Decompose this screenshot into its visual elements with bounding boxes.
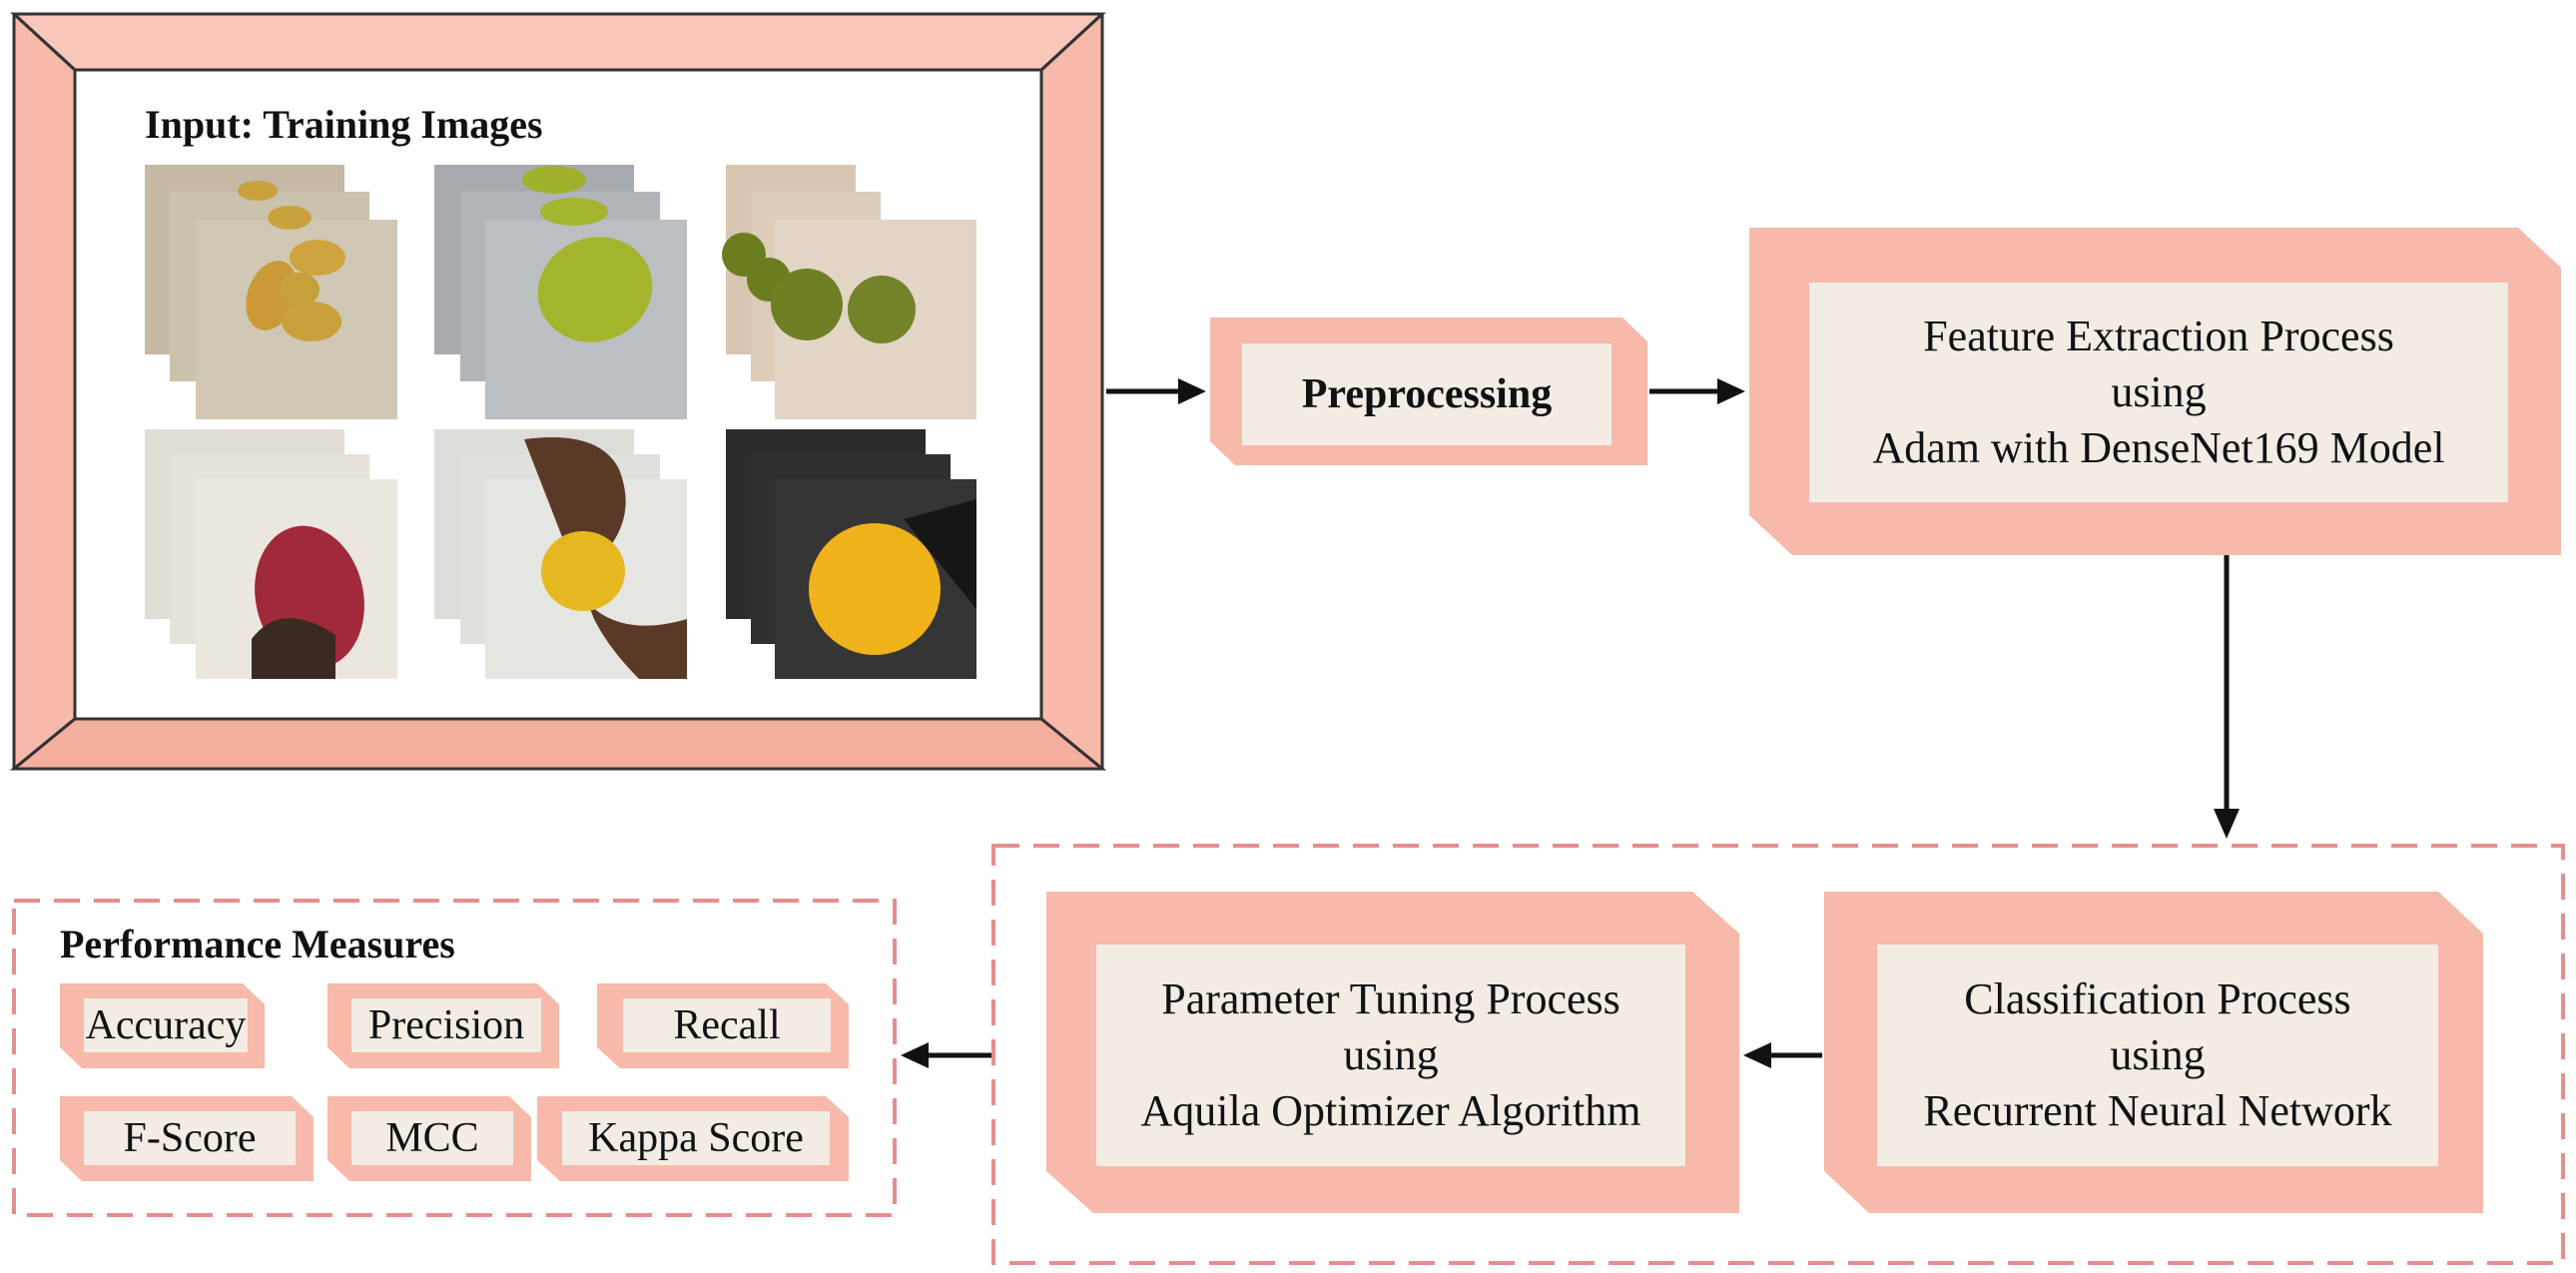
classification-line1: Classification Process bbox=[1964, 974, 2351, 1023]
performance-title: Performance Measures bbox=[60, 921, 455, 966]
classification-container bbox=[991, 844, 2565, 1265]
feature-extraction-line2: using bbox=[2111, 367, 2207, 416]
metric-precision: Precision bbox=[367, 1002, 525, 1048]
parameter-tuning-line1: Parameter Tuning Process bbox=[1161, 974, 1620, 1023]
metric-mcc: MCC bbox=[385, 1115, 479, 1161]
training-image-green-lemon bbox=[434, 165, 687, 419]
feature-extraction-line1: Feature Extraction Process bbox=[1923, 312, 2394, 360]
training-image-potatoes bbox=[145, 165, 397, 419]
parameter-tuning-text: Parameter Tuning Process using Aquila Op… bbox=[1096, 945, 1685, 1166]
metric-f-score: F-Score bbox=[123, 1115, 257, 1161]
training-image-yellow-orange bbox=[726, 429, 976, 679]
performance-container bbox=[12, 899, 897, 1217]
feature-extraction-line3: Adam with DenseNet169 Model bbox=[1872, 423, 2445, 472]
feature-extraction-box bbox=[1749, 228, 2561, 555]
metric-chips bbox=[60, 983, 849, 1181]
preprocessing-label: Preprocessing bbox=[1301, 371, 1553, 417]
classification-text: Classification Process using Recurrent N… bbox=[1877, 945, 2438, 1166]
classification-line2: using bbox=[2110, 1030, 2206, 1079]
metric-recall: Recall bbox=[673, 1002, 781, 1048]
flow-arrows bbox=[901, 378, 2240, 1068]
parameter-tuning-line3: Aquila Optimizer Algorithm bbox=[1140, 1086, 1641, 1135]
parameter-tuning-line2: using bbox=[1343, 1030, 1439, 1079]
feature-extraction-text: Feature Extraction Process using Adam wi… bbox=[1809, 283, 2508, 502]
classification-line3: Recurrent Neural Network bbox=[1923, 1086, 2392, 1135]
training-image-pomegranate bbox=[145, 429, 397, 679]
classification-box bbox=[1824, 892, 2483, 1213]
training-image-green-oranges bbox=[722, 165, 976, 419]
input-title: Input: Training Images bbox=[145, 101, 543, 147]
preprocessing-box bbox=[1210, 318, 1647, 465]
metric-accuracy: Accuracy bbox=[85, 1002, 247, 1048]
metric-kappa-score: Kappa Score bbox=[588, 1115, 804, 1161]
training-image-yellow-lemon bbox=[434, 429, 687, 679]
parameter-tuning-box bbox=[1046, 892, 1739, 1213]
